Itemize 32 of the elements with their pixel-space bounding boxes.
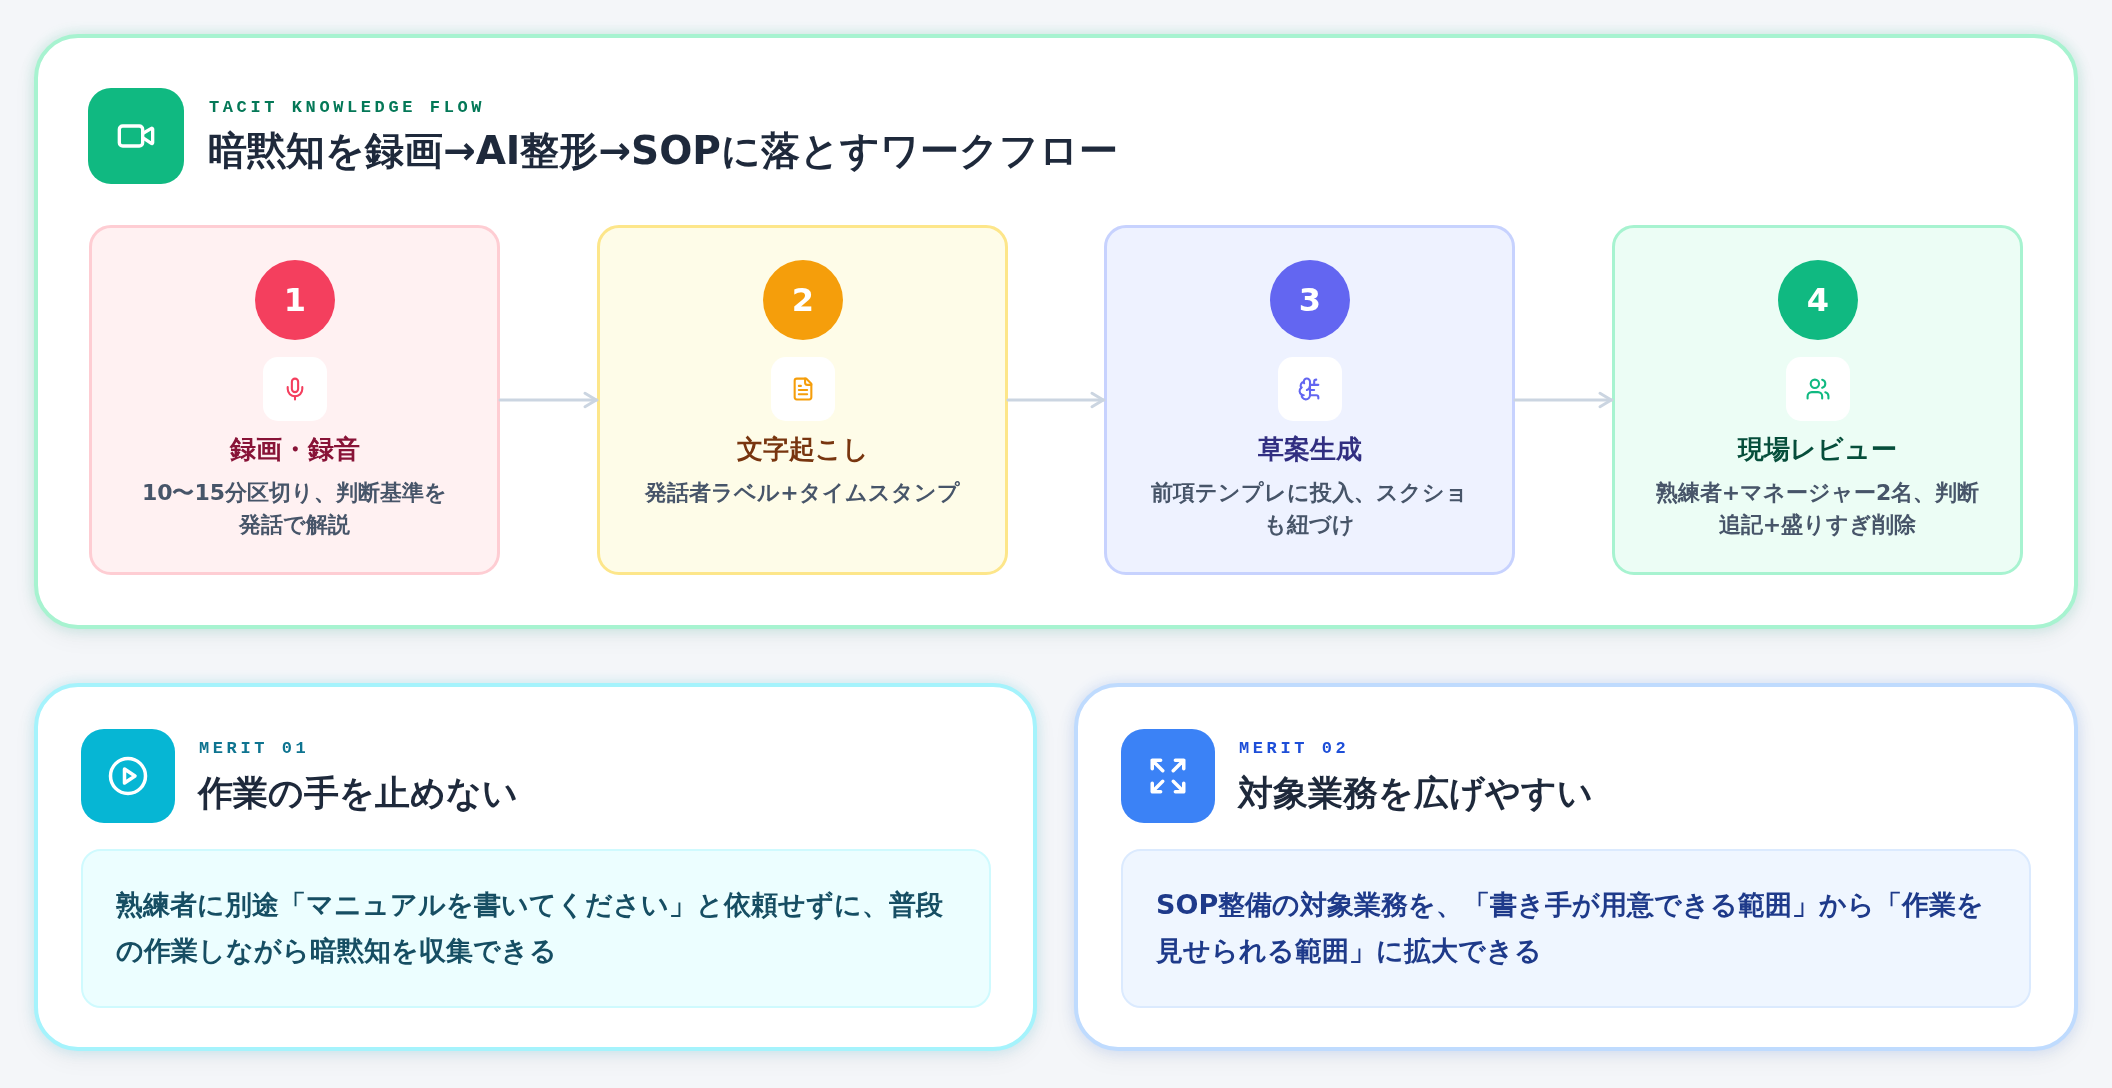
note-panel <box>81 849 991 1008</box>
flow-panel <box>34 34 2078 629</box>
arrow <box>1513 391 1614 409</box>
step-number: 1 <box>255 260 335 340</box>
step-description: 発話者ラベル+タイムスタンプ <box>643 479 961 507</box>
step-card <box>597 225 1008 575</box>
step-number: 3 <box>1270 260 1350 340</box>
merit-card <box>34 683 1037 1051</box>
heading: 暗黙知を録画→AI整形→SOPに落とすワークフロー <box>208 127 1118 175</box>
step-description: 前項テンプレに投入、スクショも紐づけ <box>1150 479 1469 539</box>
step-description: 熟練者+マネージャー2名、判断追記+盛りすぎ削除 <box>1654 479 1981 539</box>
step-card <box>89 225 500 575</box>
step-card <box>1612 225 2023 575</box>
step-description: 10〜15分区切り、判断基準を発話で解説 <box>140 479 449 539</box>
card-heading: 対象業務を広げやすい <box>1238 772 1593 815</box>
merit-description: 熟練者に別途「マニュアルを書いてください」と依頼せずに、普段の作業しながら暗黙知を収集できる <box>116 888 944 968</box>
merit-description: SOP整備の対象業務を、「書き手が用意できる範囲」から「作業を見せられる範囲」に拡大できる <box>1156 888 1986 968</box>
eyebrow-label: TACIT KNOWLEDGE FLOW <box>209 98 486 118</box>
eyebrow-label: MERIT 02 <box>1239 739 1350 759</box>
step-card <box>1104 225 1515 575</box>
step-title: 文字起こし <box>735 433 870 466</box>
card-heading: 作業の手を止めない <box>198 772 518 815</box>
step-number: 4 <box>1778 260 1858 340</box>
arrow <box>498 391 599 409</box>
step-title: 録画・録音 <box>228 433 361 466</box>
note-panel <box>1121 849 2031 1008</box>
step-title: 現場レビュー <box>1736 433 1898 466</box>
arrow <box>1006 391 1106 409</box>
step-number: 2 <box>763 260 843 340</box>
merit-card <box>1074 683 2078 1051</box>
eyebrow-label: MERIT 01 <box>199 739 310 759</box>
step-title: 草案生成 <box>1256 433 1363 466</box>
